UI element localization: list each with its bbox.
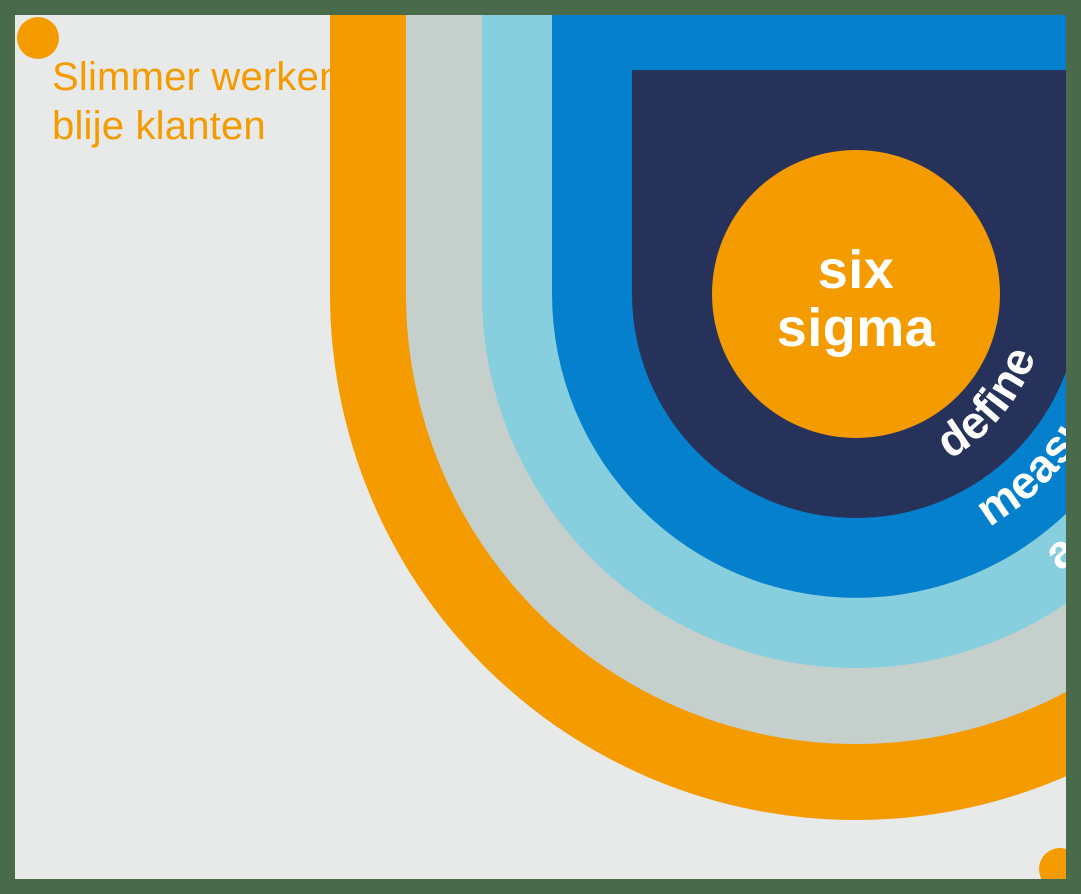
core-label-line1: six [818,240,895,300]
core-circle[interactable] [712,150,1000,438]
page-title: Slimmer werken, blije klanten [52,55,353,148]
corner-dot-top-left-icon [17,17,59,59]
core-label-line2: sigma [777,298,936,358]
